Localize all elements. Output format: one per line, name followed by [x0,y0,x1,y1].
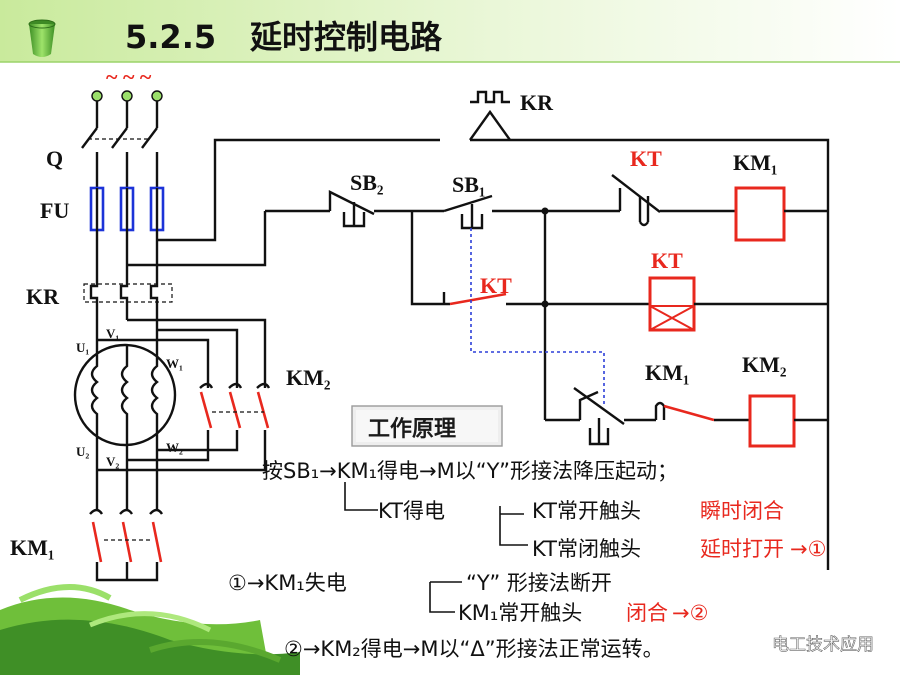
switch-q [81,127,159,188]
label-kt-mid: KT [480,273,512,298]
sb1-linkage [470,228,605,404]
label-q: Q [46,146,63,171]
principle-line4: ①→KM₁失电 [228,571,347,595]
label-v1: V₁ [106,326,119,341]
kt-coil [648,276,696,332]
label-w2: W₂ [166,440,183,455]
principle-line5-tail: →② [672,601,708,625]
km2-coil [748,394,796,448]
principle-line3: KT常闭触头 [532,537,641,561]
label-km1-main: KM₁ [10,535,54,560]
kt-delay-contact-top [611,174,736,227]
label-u1: U₁ [76,340,89,355]
tea-cup-icon [28,19,56,57]
principle-title: 工作原理 [368,417,456,442]
supply-terminals [91,90,163,102]
sb2-stop-button [328,190,412,228]
principle-line5: KM₁常开触头 [458,601,582,625]
label-kt-coil: KT [651,248,683,273]
tea-leaves-decoration [0,584,300,675]
label-kr-ctrl: KR [520,90,554,115]
km1-aux-contact [654,401,750,422]
label-km2-coil: KM₂ [742,352,787,377]
principle-line3-tail: →① [790,537,826,561]
principle-line2b: KT常开触头 [532,499,641,523]
label-km1-coil: KM₁ [733,150,777,175]
kr-nc-contact [440,90,511,160]
label-kt-top: KT [630,146,662,171]
label-v2: V₂ [106,454,119,469]
supply-symbol: ~ ~ ~ [106,64,152,89]
label-km1-aux: KM₁ [645,360,689,385]
sb1-start-button [443,194,620,230]
section-number: 5.2.5 [125,18,216,56]
km2-main-contacts [199,380,271,429]
principle-line2b-red: 瞬时闭合 [700,499,784,523]
principle-line2: KT得电 [378,499,445,523]
label-u2: U₂ [76,444,89,459]
principle-line3-red: 延时打开 [700,537,784,561]
thermal-relay-kr [83,280,173,304]
principle-line1: 按SB₁→KM₁得电→M以“Y”形接法降压起动； [262,459,678,483]
label-kr-main: KR [26,284,60,309]
fuses-fu [89,186,165,232]
motor-windings [73,343,177,447]
title-bar [0,0,900,62]
kt-delay-contact-bottom [573,387,656,446]
principle-badge [351,405,503,447]
label-fu: FU [40,198,69,223]
label-w1: W₁ [166,356,183,371]
principle-line6: ②→KM₂得电→M以“Δ”形接法正常运转。 [284,637,664,661]
principle-line5-red: 闭合 [626,601,668,625]
kt-instant-contact [442,292,545,306]
label-km2-main: KM₂ [286,365,331,390]
section-title: 延时控制电路 [249,18,443,56]
km1-coil [734,186,786,242]
watermark: 电工技术应用 [748,634,874,655]
km1-main-contacts [89,508,164,582]
label-sb1: SB₁ [452,172,486,197]
watermark-text: 电工技术应用 [772,635,874,655]
principle-line4b: “Y” 形接法断开 [466,571,612,595]
label-sb2: SB₂ [350,170,384,195]
